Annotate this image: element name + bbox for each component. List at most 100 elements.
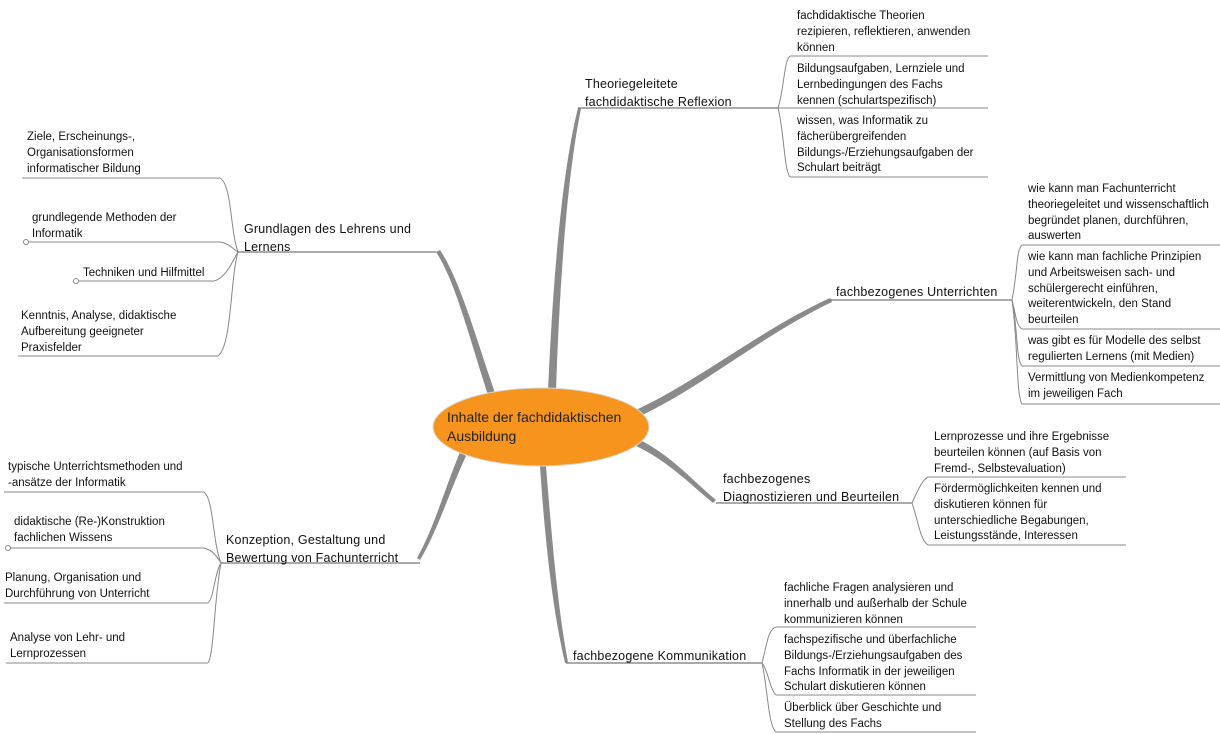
leaf-line: können [797, 41, 835, 54]
collapse-marker-rekonstruktion [5, 545, 11, 551]
trunk-konzeption [417, 452, 466, 560]
branch-label-line: Diagnostizieren und Beurteilen [723, 490, 900, 504]
leaf-rekonstruktion[interactable]: didaktische (Re-)Konstruktion fachlichen… [14, 515, 165, 547]
branch-unterrichten[interactable]: fachbezogenes Unterrichten [836, 283, 998, 301]
leaf-line: Fachs Informatik in der jeweiligen [784, 665, 955, 678]
leaf-line: Planung, Organisation und [5, 572, 142, 584]
branch-kommunikation[interactable]: fachbezogene Kommunikation [573, 647, 746, 665]
central-topic[interactable]: Inhalte der fachdidaktischen Ausbildung [447, 408, 621, 446]
leaf-planen[interactable]: wie kann man Fachunterricht theoriegelei… [1028, 182, 1209, 245]
leaf-fachspezifische[interactable]: fachspezifische und überfachliche Bildun… [784, 633, 962, 696]
branch-diagnostizieren[interactable]: fachbezogenes Diagnostizieren und Beurte… [723, 470, 899, 506]
leaf-line: Fördermöglichkeiten kennen und [934, 483, 1102, 495]
leaf-line: typische Unterrichtsmethoden und [8, 461, 183, 473]
leaf-line: und Arbeitsweisen sach- und [1028, 266, 1176, 279]
trunk-diagnostizieren [636, 440, 716, 503]
leaf-line: Fremd-, Selbstevaluation) [934, 462, 1066, 475]
leaf-line: begründet planen, durchführen, [1028, 214, 1189, 227]
leaf-line: wie kann man Fachunterricht [1028, 183, 1176, 195]
leaf-line: Überblick über Geschichte und [784, 702, 942, 714]
leaf-analyse[interactable]: Analyse von Lehr- und Lernprozessen [10, 631, 125, 663]
leaf-line: fachspezifische und überfachliche [784, 634, 957, 646]
leaf-line: weiterentwickeln, den Stand [1028, 298, 1172, 311]
leaf-informatik-beitrag[interactable]: wissen, was Informatik zu fächerübergrei… [797, 114, 973, 177]
leaf-line: fachdidaktische Theorien [797, 10, 925, 22]
leaf-fragen-analysieren[interactable]: fachliche Fragen analysieren und innerha… [784, 581, 967, 628]
leaf-theorien[interactable]: fachdidaktische Theorien rezipieren, ref… [797, 9, 970, 56]
central-topic-line-2: Ausbildung [447, 428, 517, 444]
leaf-line: Organisationsformen [27, 146, 134, 159]
branch-label-line: Lernens [244, 240, 291, 254]
trunk-grundlagen [436, 250, 495, 395]
leaf-line: innerhalb und außerhalb der Schule [784, 597, 967, 610]
leaf-line: auswerten [1028, 230, 1082, 243]
branch-label-line: Bewertung von Fachunterricht [226, 551, 399, 565]
branch-label-line: fachbezogenes [723, 472, 811, 486]
leaf-line: Stellung des Fachs [784, 717, 882, 730]
trunk-theoriegeleitete [548, 108, 581, 392]
collapse-marker-methoden [23, 239, 29, 245]
leaf-line: beurteilen können (auf Basis von [934, 446, 1102, 459]
leaf-line: Ziele, Erscheinungs-, [27, 131, 136, 143]
collapse-markers [5, 239, 79, 551]
branch-theoriegeleitete[interactable]: Theoriegeleitete fachdidaktische Reflexi… [585, 75, 732, 111]
leaf-line: Aufbereitung geeigneter [21, 325, 144, 338]
leaf-line: Praxisfelder [21, 341, 82, 354]
leaf-line: diskutieren können für [934, 498, 1048, 511]
leaf-line: Techniken und Hilfmittel [83, 267, 205, 279]
leaf-line: wissen, was Informatik zu [797, 115, 929, 127]
leaf-bildungsaufgaben[interactable]: Bildungsaufgaben, Lernziele und Lernbedi… [797, 62, 965, 109]
leaf-line: fachliche Fragen analysieren und [784, 582, 954, 594]
leaf-connectors [4, 55, 1220, 733]
leaf-line: Vermittlung von Medienkompetenz [1028, 372, 1205, 384]
leaf-medienkompetenz[interactable]: Vermittlung von Medienkompetenz im jewei… [1028, 371, 1204, 403]
leaf-line: im jeweiligen Fach [1028, 387, 1123, 400]
leaf-line: Bildungsaufgaben, Lernziele und [797, 63, 965, 75]
branch-label-line: Konzeption, Gestaltung und [226, 533, 386, 547]
branch-underlines [221, 107, 1012, 664]
leaf-line: Lernprozessen [10, 647, 87, 660]
leaf-lernprozesse-beurteilen[interactable]: Lernprozesse und ihre Ergebnisse beurtei… [934, 430, 1109, 477]
branch-label-line: Theoriegeleitete [585, 77, 678, 91]
leaf-line: Lernbedingungen des Fachs [797, 78, 943, 91]
leaf-line: Kenntnis, Analyse, didaktische [21, 310, 177, 322]
central-topic-shape[interactable] [432, 387, 650, 467]
leaf-ziele[interactable]: Ziele, Erscheinungs-, Organisationsforme… [27, 130, 141, 177]
trunk-unterrichten [636, 298, 832, 416]
leaf-techniken[interactable]: Techniken und Hilfmittel [83, 266, 204, 282]
leaf-line: Bildungs-/Erziehungsaufgaben des [784, 649, 963, 662]
leaf-line: Durchführung von Unterricht [5, 587, 150, 600]
leaf-line: schülergerecht einführen, [1028, 282, 1158, 295]
collapse-marker-techniken [73, 278, 79, 284]
leaf-line: informatischer Bildung [27, 162, 141, 175]
leaf-line: fächerübergreifenden [797, 130, 907, 143]
main-connectors [417, 108, 832, 663]
trunk-kommunikation [540, 466, 568, 663]
leaf-line: theoriegeleitet und wissenschaftlich [1028, 198, 1209, 211]
leaf-foerdermoeglichkeiten[interactable]: Fördermöglichkeiten kennen und diskutier… [934, 482, 1102, 545]
leaf-prinzipien[interactable]: wie kann man fachliche Prinzipien und Ar… [1028, 250, 1201, 329]
leaf-line: Informatik [32, 227, 83, 240]
branch-label-line: Grundlagen des Lehrens und [244, 222, 412, 236]
leaf-line: -ansätze der Informatik [8, 476, 126, 489]
leaf-line: kommunizieren können [784, 613, 903, 626]
leaf-praxisfelder[interactable]: Kenntnis, Analyse, didaktische Aufbereit… [21, 309, 176, 356]
branch-konzeption[interactable]: Konzeption, Gestaltung und Bewertung von… [226, 531, 398, 567]
central-topic-line-1: Inhalte der fachdidaktischen [447, 409, 622, 425]
leaf-geschichte[interactable]: Überblick über Geschichte und Stellung d… [784, 701, 941, 733]
branch-grundlagen[interactable]: Grundlagen des Lehrens und Lernens [244, 220, 411, 256]
leaf-line: grundlegende Methoden der [32, 212, 177, 224]
leaf-line: Leistungsstände, Interessen [934, 530, 1078, 543]
branch-label-line: fachdidaktische Reflexion [585, 95, 732, 109]
leaf-planung[interactable]: Planung, Organisation und Durchführung v… [5, 571, 149, 603]
leaf-line: didaktische (Re-)Konstruktion [14, 516, 165, 528]
leaf-unterrichtsmethoden[interactable]: typische Unterrichtsmethoden und -ansätz… [8, 460, 183, 492]
leaf-line: wie kann man fachliche Prinzipien [1028, 251, 1202, 263]
leaf-methoden[interactable]: grundlegende Methoden der Informatik [32, 211, 177, 243]
leaf-line: Bildungs-/Erziehungsaufgaben der [797, 146, 974, 159]
leaf-line: beurteilen [1028, 314, 1079, 327]
leaf-line: Schulart beiträgt [797, 162, 881, 175]
leaf-modelle[interactable]: was gibt es für Modelle des selbst regul… [1028, 334, 1201, 366]
leaf-line: Lernprozesse und ihre Ergebnisse [934, 431, 1110, 443]
